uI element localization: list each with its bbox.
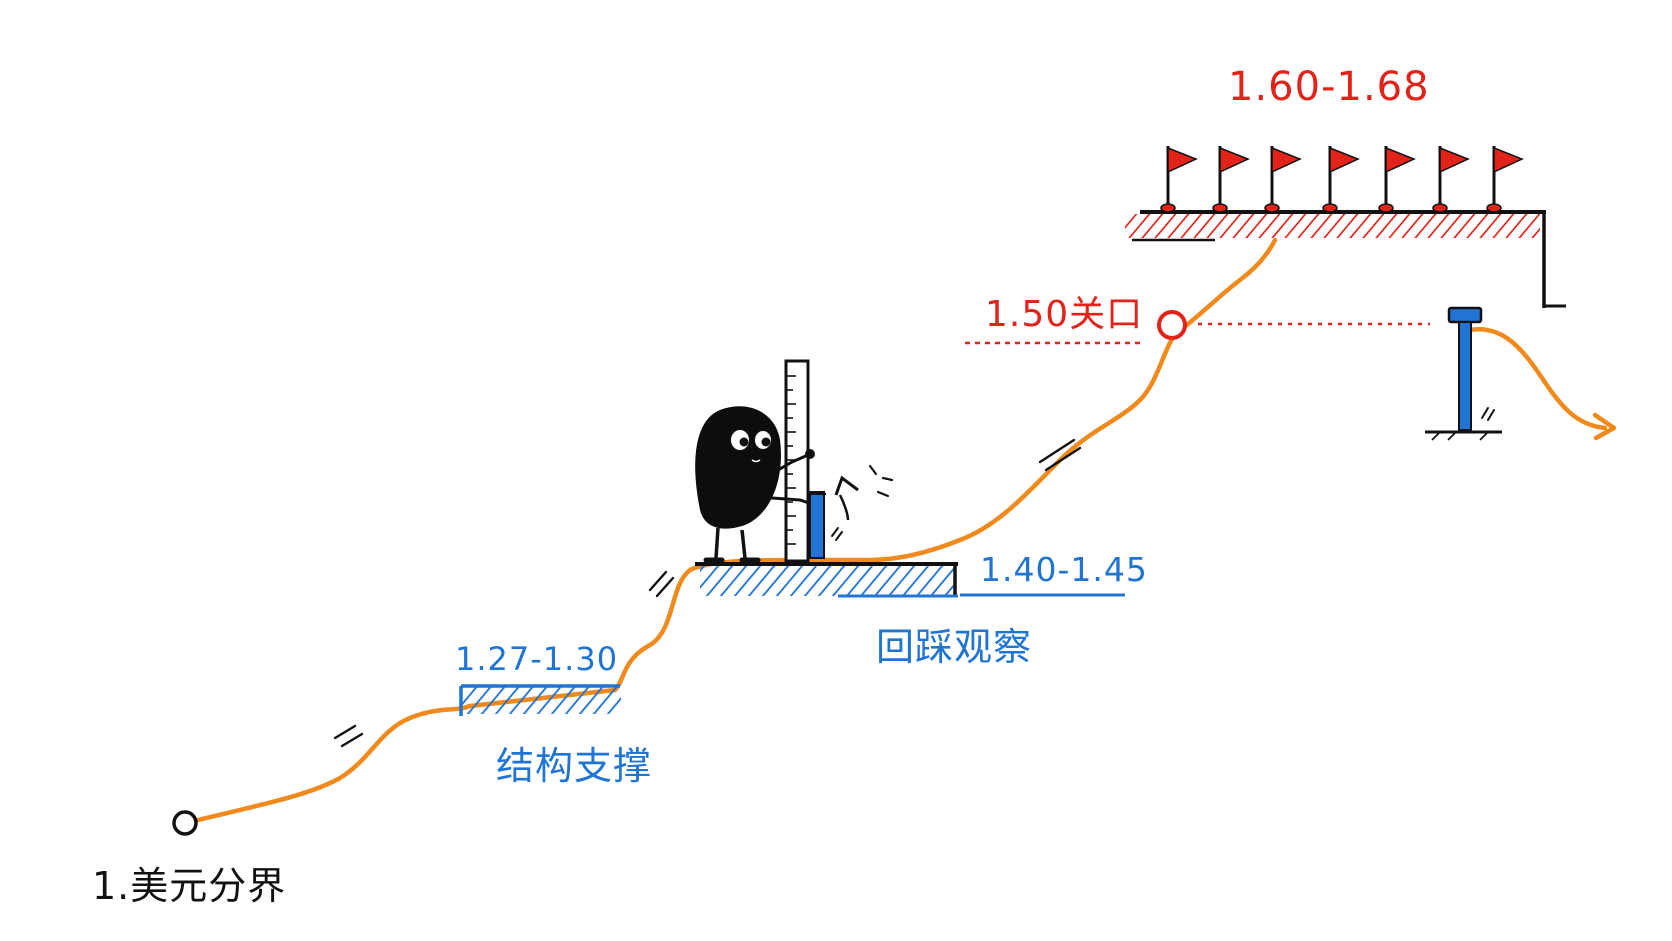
red-flag-icon: [1212, 146, 1250, 213]
target-range-label: 1.60-1.68: [1228, 64, 1430, 110]
bean-character-icon: [695, 406, 817, 563]
flags: [1160, 146, 1524, 213]
support-name-label: 结构支撑: [496, 744, 653, 788]
platform: [695, 562, 1125, 598]
red-flag-icon: [1432, 146, 1470, 213]
arrow-head-icon: [1592, 412, 1617, 441]
red-flag-icon: [1486, 146, 1524, 213]
target-shelf: [1125, 210, 1566, 308]
hammer-icon: [808, 464, 894, 559]
start-label: 1.美元分界: [92, 864, 287, 908]
red-flag-icon: [1378, 146, 1416, 213]
start-point: [172, 810, 198, 836]
pullback-name-label: 回踩观察: [876, 625, 1033, 669]
red-flag-icon: [1160, 146, 1198, 213]
red-flag-icon: [1322, 146, 1360, 213]
support-range-label: 1.27-1.30: [455, 640, 619, 678]
gate-marker: [1157, 310, 1187, 340]
gate-label: 1.50关口: [985, 294, 1144, 335]
stake-icon: [1425, 306, 1502, 441]
falling-path: [1467, 326, 1608, 431]
red-flag-icon: [1264, 146, 1302, 213]
motion-ticks: [333, 438, 1082, 748]
pullback-range-label: 1.40-1.45: [980, 550, 1148, 589]
support-zone: [459, 684, 621, 716]
